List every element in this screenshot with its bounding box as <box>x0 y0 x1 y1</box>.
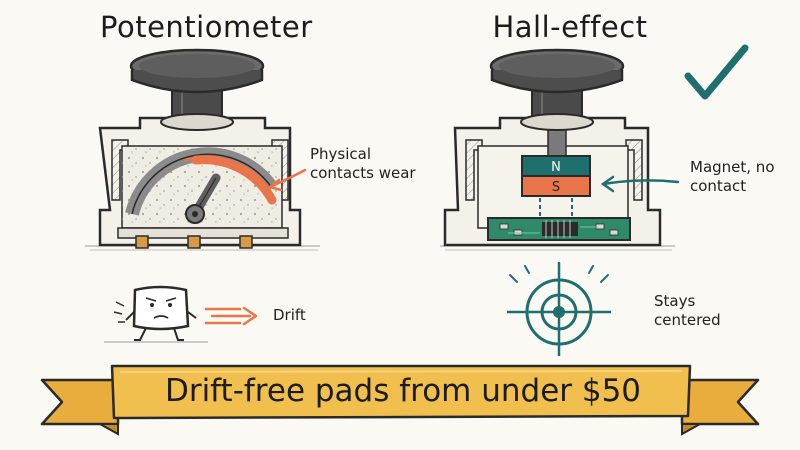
checkmark-icon <box>684 44 749 100</box>
banner-text: Drift-free pads from under $50 <box>164 373 642 409</box>
drift-arrow-icon <box>204 306 258 326</box>
sad-block-character <box>104 285 208 343</box>
magnet-south <box>521 175 591 197</box>
magnet-callout-arrow <box>602 179 680 186</box>
hall-sensor-chip <box>542 222 578 236</box>
potentiometer-joystick <box>85 48 320 251</box>
potentiometer-title: Potentiometer <box>100 10 313 44</box>
magnet-south-label: S <box>552 180 560 195</box>
drift-label: Drift <box>273 306 306 324</box>
hall-effect-title: Hall-effect <box>492 10 648 44</box>
hall-effect-joystick: N S <box>440 48 675 251</box>
stays-centered-label: Stays centered <box>654 292 721 329</box>
magnet-no-contact-label: Magnet, no contact <box>690 158 775 195</box>
target-crosshair-icon <box>507 262 611 356</box>
physical-contacts-wear-label: Physical contacts wear <box>310 145 416 182</box>
banner-ribbon <box>40 364 760 436</box>
magnet-north-label: N <box>551 160 561 175</box>
